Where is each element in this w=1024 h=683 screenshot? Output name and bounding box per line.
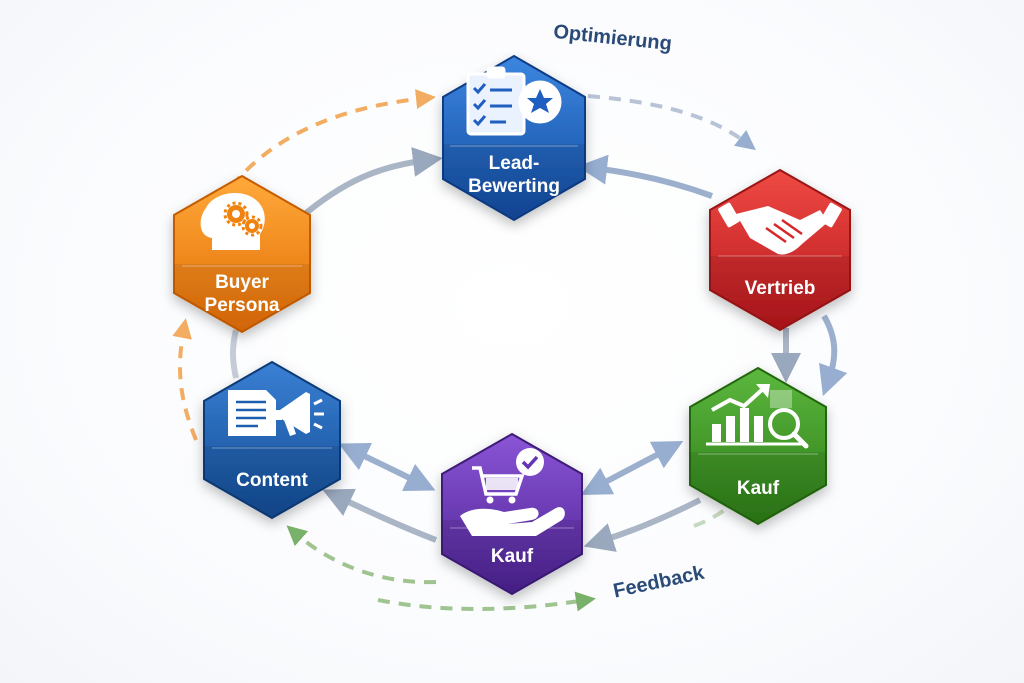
document-megaphone-icon — [228, 390, 324, 436]
node-vertrieb[interactable]: Vertrieb — [709, 168, 851, 332]
arrow-content-cart-upper — [338, 443, 436, 491]
node-label-line: Vertrieb — [745, 278, 816, 299]
feedback-label: Feedback — [611, 562, 707, 603]
dashed-arrow-feedback-bottom — [377, 591, 596, 612]
node-label-line: Bewerting — [468, 176, 560, 197]
node-kauf-growth[interactable]: Kauf — [689, 366, 827, 526]
node-lead-bewerting[interactable]: Lead- Bewerting — [442, 54, 586, 222]
head-gears-icon — [200, 193, 265, 250]
node-label-line: Buyer — [215, 272, 269, 293]
arrow-content-cart-lower — [322, 488, 438, 543]
node-kauf-cart[interactable]: Kauf — [441, 432, 583, 596]
node-label-line: Content — [236, 470, 308, 491]
optimierung-label: Optimierung — [552, 21, 673, 55]
checklist-star-icon — [466, 66, 562, 136]
node-buyer-persona[interactable]: Buyer Persona — [173, 174, 311, 334]
node-label-line: Kauf — [491, 546, 534, 567]
growth-chart-magnifier-icon — [706, 384, 809, 449]
arrow-growth-cart-lower — [583, 497, 702, 552]
dashed-arrow-orange-left — [172, 318, 198, 441]
dashed-arrow-optimierung — [587, 94, 756, 151]
connectors — [230, 146, 848, 552]
arrow-vertrieb-to-lead — [577, 154, 714, 199]
hand-cart-check-icon — [460, 448, 565, 536]
arrow-growth-cart-upper — [580, 441, 684, 495]
dashed-arrow-orange-top — [230, 89, 436, 188]
arrow-buyer-to-lead — [298, 146, 443, 221]
arrow-vertrieb-to-kauf-2 — [819, 314, 848, 397]
node-label-line: Persona — [205, 295, 280, 316]
node-content[interactable]: Content — [203, 360, 341, 520]
dashed-arrow-feedback-left — [286, 525, 437, 585]
node-label-line: Lead- — [489, 153, 540, 174]
handshake-icon — [718, 202, 842, 255]
node-label-line: Kauf — [737, 478, 780, 499]
arrow-content-to-buyer — [230, 329, 239, 379]
